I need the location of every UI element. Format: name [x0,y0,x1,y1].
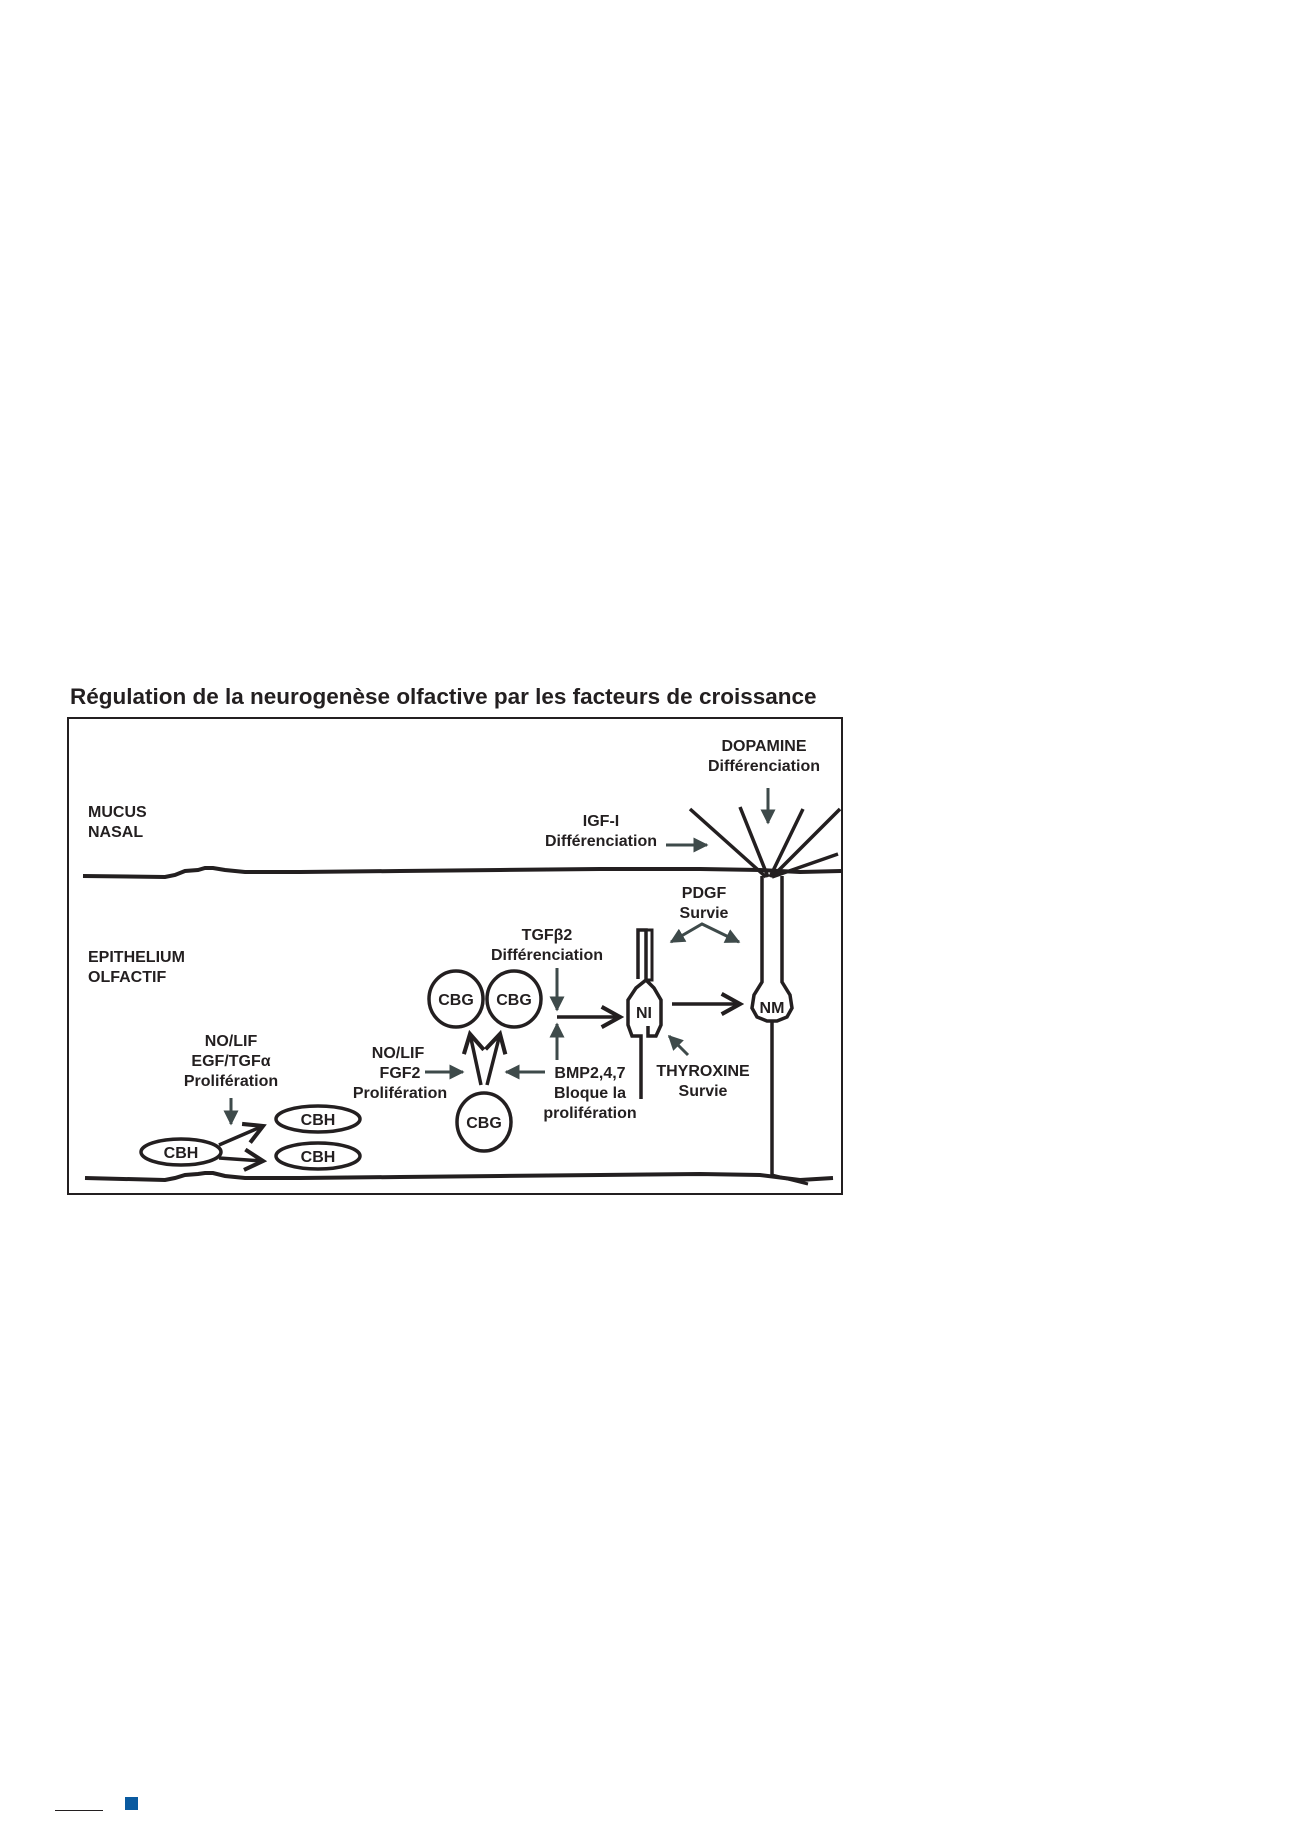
cell-cbg-right-label: CBG [496,992,532,1009]
factor-bmp-line3: prolifération [543,1105,636,1122]
arrow-pdgf [669,922,741,944]
basal-membrane-line [84,1171,834,1183]
factor-nolif-fgf2-line2: FGF2 [380,1065,421,1082]
arrow-cbg-to-cbg-left [470,1034,481,1086]
mature-neuron [688,806,842,1186]
factor-pdgf-name: PDGF [682,885,727,902]
factor-bmp-line2: Bloque la [554,1085,626,1102]
factor-thyroxine-effect: Survie [679,1083,728,1100]
cell-cbh-top [274,1104,362,1134]
arrow-cbg-to-cbg-right [487,1034,500,1086]
cell-nm-label: NM [760,1000,785,1017]
mucosa-surface-line [82,866,842,880]
layer-label-epithelium: EPITHELIUM [88,949,185,966]
cell-cbh-top-label: CBH [301,1112,336,1129]
figure-title: Régulation de la neurogenèse olfactive p… [70,684,817,709]
factor-dopamine-name: DOPAMINE [721,738,806,755]
layer-label-olfactif: OLFACTIF [88,969,166,986]
factor-pdgf-effect: Survie [680,905,729,922]
cell-cbh-bottom [274,1141,362,1171]
factor-igf-effect: Différenciation [545,833,657,850]
factor-nolif-fgf2-line1: NO/LIF [372,1045,425,1062]
cell-cbg-bottom-label: CBG [466,1115,502,1132]
factor-thyroxine-name: THYROXINE [656,1063,750,1080]
cell-cbh-source [139,1137,223,1167]
factor-nolif-fgf2-line3: Prolifération [353,1085,447,1102]
cell-cbh-bottom-label: CBH [301,1149,336,1166]
arrow-cbh-to-cbh-bottom [218,1158,263,1161]
footer-square-mark [125,1797,138,1810]
factor-nolif-egf-line2: EGF/TGFα [191,1053,270,1070]
footer-rule [55,1810,103,1811]
arrow-thyroxine [667,1034,690,1057]
cell-cbg-right [485,969,543,1029]
cell-cbg-bottom [455,1091,513,1153]
layer-label-mucus: MUCUS [88,804,147,821]
factor-nolif-egf-line3: Prolifération [184,1073,278,1090]
layer-label-nasal: NASAL [88,824,143,841]
cell-ni-label: NI [636,1005,652,1022]
arrow-cbh-to-cbh-top [218,1126,263,1147]
cell-cbg-left [427,969,485,1029]
factor-tgfb2-effect: Différenciation [491,947,603,964]
cell-cbh-source-label: CBH [164,1145,199,1162]
diagram-frame [67,717,843,1195]
cell-cbg-left-label: CBG [438,992,474,1009]
factor-dopamine-effect: Différenciation [708,758,820,775]
factor-igf-name: IGF-I [583,813,619,830]
factor-nolif-egf-line1: NO/LIF [205,1033,258,1050]
factor-tgfb2-name: TGFβ2 [522,927,573,944]
factor-bmp-line1: BMP2,4,7 [554,1065,625,1082]
